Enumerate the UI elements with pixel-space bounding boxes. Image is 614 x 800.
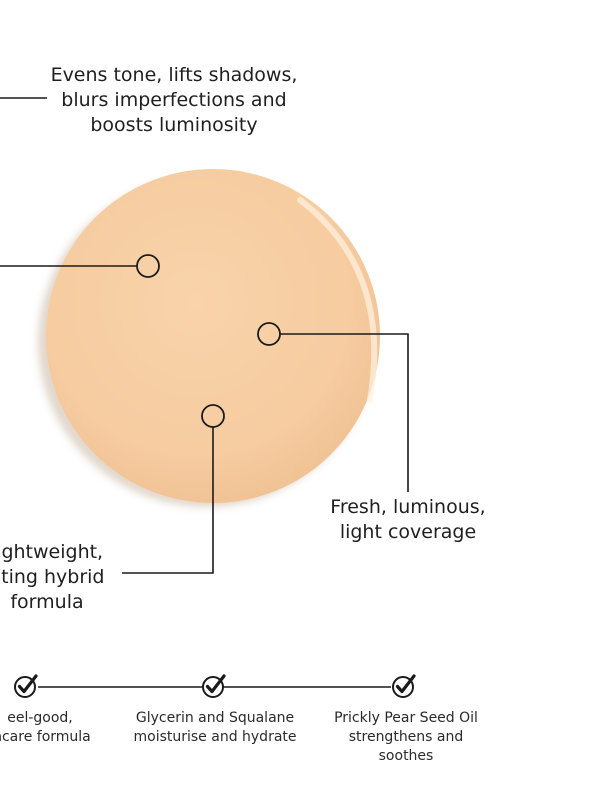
marker-left xyxy=(136,254,160,278)
callout-line-right xyxy=(280,333,409,492)
benefit-text: Glycerin and Squalane moisturise and hyd… xyxy=(133,710,297,745)
foundation-swatch xyxy=(46,169,380,503)
callout-text-right: Fresh, luminous, light coverage xyxy=(330,496,486,543)
callout-text-top: Evens tone, lifts shadows, blurs imperfe… xyxy=(50,64,298,136)
check-badge-icon xyxy=(14,674,38,698)
benefit-text: Prickly Pear Seed Oil strengthens and so… xyxy=(334,710,478,764)
check-badge-icon xyxy=(392,674,416,698)
callout-line-bottom xyxy=(122,427,214,574)
callout-text-left: lightweight, ating hybrid formula xyxy=(0,541,105,613)
benefit-text: eel-good, incare formula xyxy=(0,710,91,745)
swatch-highlight xyxy=(297,197,378,403)
check-badge-icon xyxy=(202,674,226,698)
